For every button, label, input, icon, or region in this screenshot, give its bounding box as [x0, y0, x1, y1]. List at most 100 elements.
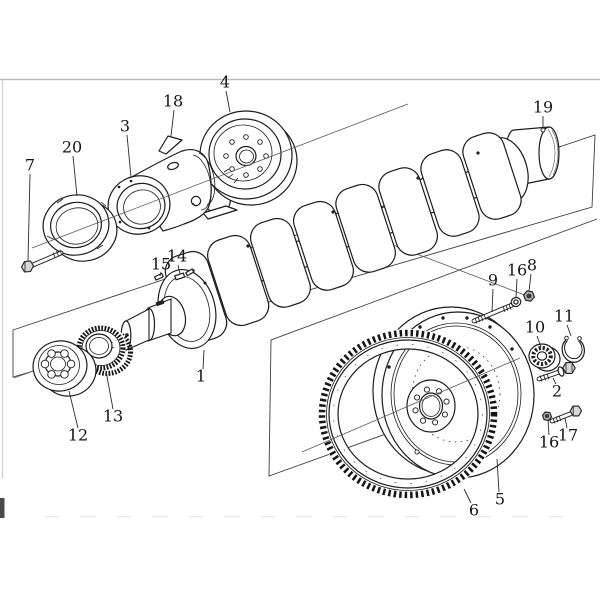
callout-leader-1-0 [202, 349, 205, 370]
callout-leader-15-14 [159, 271, 162, 277]
callout-leader-9-8 [491, 288, 494, 313]
ring-front [42, 194, 110, 256]
pilot-bearing-bore [536, 351, 548, 361]
callout-label-3-2: 3 [120, 117, 130, 136]
flywheel-hub [406, 379, 456, 433]
key-15 [153, 272, 164, 281]
callout-label-8-7: 8 [527, 256, 537, 275]
callout-label-4-3: 4 [220, 73, 230, 92]
flywheel-face-hole [414, 449, 420, 455]
ring-bore [50, 201, 102, 249]
gear-teeth-back [81, 328, 133, 376]
hub-face-circle [38, 345, 80, 385]
part-bolt-7 [20, 249, 64, 273]
callout-leader-18-18 [170, 109, 175, 137]
callout-leader-14-13 [177, 264, 181, 275]
rear-dowel [540, 127, 546, 133]
callout-label-9-8: 9 [488, 271, 498, 290]
callout-leader-7-6 [27, 173, 31, 262]
part-sleeve-3 [107, 149, 216, 235]
hub-spline-lugs [40, 349, 76, 379]
flywheel-center-bore [418, 392, 444, 420]
part-pilot-bearing [528, 343, 561, 372]
part-ring-20 [42, 194, 118, 262]
callout-leader-12-11 [68, 390, 79, 429]
callout-label-17-17: 17 [558, 426, 578, 445]
callout-label-20-20: 20 [62, 138, 82, 157]
callout-label-12-11: 12 [68, 426, 88, 445]
part-hub-12 [32, 340, 97, 397]
callout-label-19-19: 19 [533, 98, 553, 117]
callout-leader-5-4 [496, 458, 500, 493]
callout-label-14-13: 14 [167, 247, 187, 266]
part-ring-gear [318, 329, 499, 499]
callout-label-18-18: 18 [163, 92, 183, 111]
pilot-axis-line [301, 357, 521, 453]
sleeve-side-hole [190, 195, 202, 207]
part-nut-16 [541, 411, 553, 422]
part-keys-14-15 [153, 268, 195, 281]
callout-label-2-1: 2 [552, 382, 562, 401]
callout-leader-17-17 [564, 417, 568, 429]
pilot-bearing-balls [531, 346, 553, 366]
callout-leader-10-9 [536, 335, 542, 348]
ring-gear-inner-edge [337, 348, 479, 480]
part-bolt-2 [536, 362, 576, 382]
bolt-17-head [569, 405, 583, 417]
pulley-axis-line [31, 103, 409, 249]
ring-gear-tick-marks [333, 344, 483, 484]
flywheel-center-bore-inner [421, 395, 441, 417]
callout-label-7-6: 7 [25, 156, 35, 175]
flywheel-hub-bolt-holes [412, 386, 450, 426]
callout-label-5-4: 5 [495, 490, 505, 509]
callout-leader-16-15 [515, 278, 518, 299]
nose-keyway [155, 299, 165, 307]
callout-label-6-5: 6 [469, 501, 479, 520]
snap-ring-eyelet [577, 336, 582, 341]
scan-mark [0, 498, 5, 518]
bolt-7-head [20, 260, 35, 273]
fin-top [158, 135, 183, 155]
flywheel-box-outline [268, 218, 598, 477]
pulley-center-bore [235, 145, 257, 167]
nut-16-bore [544, 414, 550, 418]
part-bolt-17 [549, 405, 583, 424]
callout-leader-11-10 [566, 324, 572, 337]
fin-bottom [202, 205, 238, 220]
bolt-2-collar [557, 366, 565, 377]
part-crankshaft [120, 126, 560, 351]
bolt-2-head [562, 362, 576, 374]
nut-8-bore [526, 293, 532, 299]
part-stud-9 [471, 302, 515, 324]
snap-ring-outer [561, 339, 585, 363]
gear-bore-inner [89, 337, 109, 355]
callout-label-10-9: 10 [525, 318, 545, 337]
callout-label-13-12: 13 [103, 407, 123, 426]
callout-leader-3-2 [126, 134, 132, 178]
part-washer-16 [510, 296, 522, 308]
callout-leader-2-1 [552, 377, 557, 385]
ring-gear-root-circle [326, 337, 490, 491]
pulley-face-circle [208, 118, 282, 190]
callout-label-15-14: 15 [151, 255, 171, 274]
callout-label-16-15: 16 [507, 261, 527, 280]
scan-artifacts [0, 78, 600, 518]
callout-label-11-10: 11 [554, 307, 574, 326]
ring-gear-band-line [328, 339, 488, 489]
callout-leader-16-16 [547, 419, 550, 436]
nose-center-hole [125, 333, 129, 337]
part-pulley [199, 110, 298, 215]
pulley-face-inner-circle [213, 124, 273, 182]
snap-ring-eyelet [564, 335, 569, 341]
callout-label-1-0: 1 [196, 367, 206, 386]
sleeve-top-slot [167, 161, 179, 171]
callout-leader-6-5 [463, 488, 472, 504]
hub-bore-inner [50, 356, 66, 372]
callout-label-16-16: 16 [539, 433, 559, 452]
pulley-bolt-holes [223, 134, 269, 178]
part-nut-8 [523, 290, 535, 302]
callout-leader-13-12 [105, 370, 114, 410]
callout-leader-8-7 [528, 273, 532, 292]
